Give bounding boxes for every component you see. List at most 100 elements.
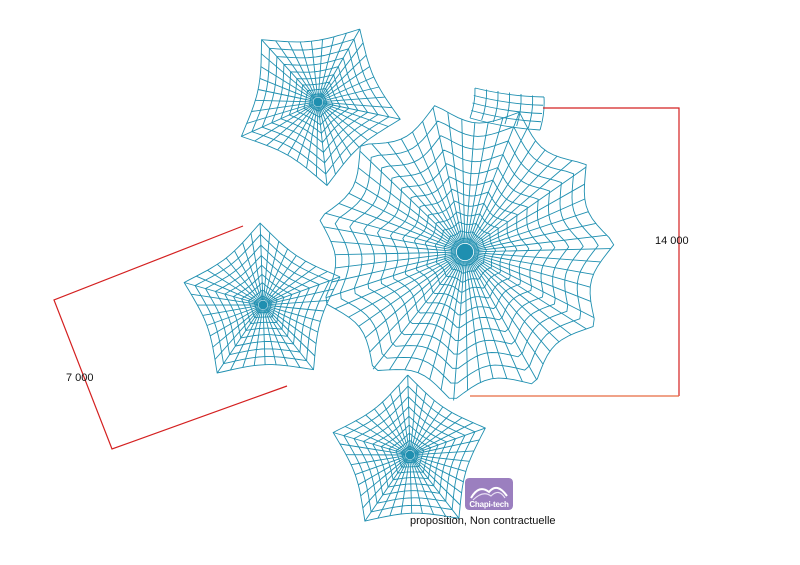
mesh-spoke	[202, 305, 259, 316]
mesh-spoke	[472, 255, 595, 319]
mesh-spoke	[214, 308, 261, 360]
mesh-spoke	[389, 259, 461, 371]
mesh-spoke	[461, 119, 466, 244]
mesh-spoke	[409, 459, 413, 514]
mesh-spoke	[469, 140, 536, 245]
mesh-spoke	[411, 459, 435, 515]
mesh-spoke	[319, 33, 347, 98]
mesh-spoke	[467, 260, 508, 379]
mesh-spoke	[234, 250, 262, 301]
mesh-spoke	[473, 253, 591, 288]
mesh-spoke	[322, 103, 389, 127]
mesh-spoke	[470, 155, 558, 246]
mesh-spoke	[321, 66, 370, 100]
mesh-spoke	[331, 253, 457, 283]
dimension-line-right	[543, 107, 680, 396]
mesh-spoke	[322, 96, 386, 103]
mesh-spoke	[241, 103, 314, 137]
mesh-spoke	[259, 77, 314, 101]
mesh-spoke	[306, 106, 318, 169]
mesh-spoke	[230, 309, 262, 371]
mesh-spoke	[377, 459, 409, 519]
mesh-spoke	[265, 308, 314, 370]
mesh-spoke	[429, 260, 464, 380]
mesh-spoke	[196, 275, 259, 304]
mesh-spoke	[432, 107, 464, 244]
mesh-spoke	[467, 112, 520, 244]
mesh-spoke	[262, 309, 266, 365]
mesh-spoke	[261, 39, 315, 99]
mesh-spoke	[263, 241, 280, 301]
mesh-spoke	[414, 422, 474, 454]
mesh-spoke	[382, 401, 409, 451]
mesh-spoke	[473, 248, 611, 253]
mesh-spoke	[251, 102, 314, 112]
mast-head	[456, 243, 474, 261]
mesh-spoke	[267, 306, 319, 333]
left-canopy	[183, 222, 341, 374]
mesh-spoke	[348, 256, 458, 318]
mesh-spoke	[390, 393, 409, 451]
mesh-spoke	[473, 198, 585, 249]
mesh-ring	[469, 117, 541, 131]
mesh-spoke	[400, 459, 410, 515]
mesh-spoke	[277, 105, 316, 151]
mesh-spoke	[333, 432, 406, 455]
mesh-spoke	[217, 263, 260, 303]
logo-graphic	[465, 478, 513, 510]
mesh-spoke	[464, 260, 469, 391]
mesh-spoke	[417, 260, 463, 373]
mesh-spoke	[473, 254, 591, 302]
mesh-spoke	[258, 89, 314, 102]
mesh-spoke	[263, 309, 277, 365]
mesh-spoke	[319, 106, 344, 165]
mesh-spoke	[266, 104, 315, 146]
mesh-spoke	[413, 457, 462, 494]
mesh-spoke	[253, 309, 263, 366]
mesh-spoke	[318, 106, 336, 175]
mesh-spoke	[299, 41, 318, 98]
mesh-spoke	[287, 41, 317, 98]
mesh-spoke	[466, 122, 489, 244]
mesh-spoke	[266, 260, 307, 302]
mesh-spoke	[320, 28, 361, 98]
mesh-spoke	[259, 223, 264, 301]
mesh-spoke	[330, 240, 457, 252]
mesh-spoke	[472, 183, 585, 248]
mesh-spoke	[412, 458, 447, 517]
top-connector-sail	[469, 87, 545, 131]
mesh-spoke	[267, 288, 334, 305]
mesh-spoke	[321, 54, 367, 99]
mesh-spoke	[212, 307, 260, 348]
mesh-spoke	[325, 212, 457, 251]
mesh-spoke	[242, 309, 262, 368]
mesh-spoke	[492, 90, 499, 123]
mesh-ring	[474, 87, 545, 98]
mesh-spoke	[516, 93, 522, 127]
mesh-spoke	[267, 276, 341, 304]
mesh-spoke	[209, 307, 260, 337]
mesh-spoke	[410, 459, 423, 514]
mesh-spoke	[358, 256, 458, 327]
mesh-spoke	[481, 89, 488, 121]
mesh-ring	[472, 102, 543, 114]
mesh-spoke	[338, 202, 457, 250]
mesh-spoke	[266, 307, 317, 344]
mesh-spoke	[358, 167, 459, 247]
mesh-spoke	[471, 257, 572, 336]
mesh-spoke	[471, 257, 560, 343]
dimension-lines	[53, 107, 680, 450]
mesh-spoke	[255, 99, 314, 103]
mesh-spoke	[321, 104, 368, 141]
mesh-spoke	[320, 106, 352, 156]
mesh-spoke	[321, 105, 360, 148]
mesh-spoke	[315, 106, 319, 177]
mesh-spoke	[387, 142, 461, 245]
mesh-spoke	[412, 406, 444, 452]
mesh-spoke	[414, 455, 470, 462]
mesh-spoke	[216, 308, 261, 374]
mesh-ring	[471, 110, 542, 123]
mesh-spoke	[412, 131, 462, 244]
mesh-spoke	[422, 121, 463, 244]
mesh-spoke	[473, 234, 607, 252]
